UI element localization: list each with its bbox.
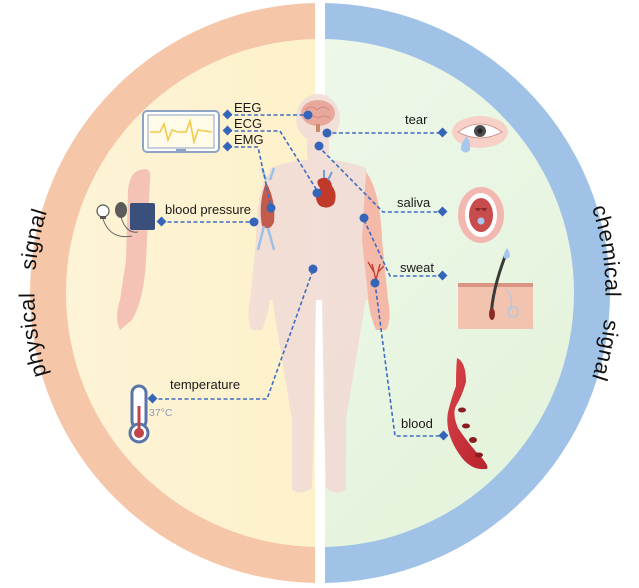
saliva-mouth-icon — [458, 187, 504, 243]
saliva-label: saliva — [397, 195, 431, 210]
bp-anchor — [156, 216, 167, 227]
tear-eye-icon — [452, 116, 508, 153]
physical-field — [66, 39, 315, 547]
emg-connector — [228, 146, 272, 208]
blood-label: blood — [401, 416, 433, 431]
sweat-connector — [363, 219, 441, 277]
temperature-anchor — [147, 393, 158, 404]
physical-half — [30, 3, 315, 583]
chemical-field — [325, 39, 574, 547]
sweat-point[interactable] — [359, 213, 369, 223]
label-anchors — [147, 109, 449, 441]
forearm-highlight — [362, 172, 390, 330]
eeg-point[interactable] — [303, 110, 313, 120]
emg-point[interactable] — [266, 203, 276, 213]
blood-anchor — [438, 430, 449, 441]
heart-icon — [316, 170, 336, 208]
ecg-anchor — [222, 125, 233, 136]
ecg-monitor-icon — [142, 110, 220, 153]
sweat-label: sweat — [400, 260, 434, 275]
forearm-veins-icon — [367, 261, 385, 281]
sweat-anchor — [437, 270, 448, 281]
tear-point[interactable] — [322, 128, 332, 138]
ecg-label: ECG — [234, 116, 262, 131]
saliva-point[interactable] — [314, 141, 324, 151]
thermometer-reading: 37°C — [149, 407, 173, 419]
emg-label: EMG — [234, 132, 264, 147]
sweat-gland-icon — [458, 248, 533, 329]
temperature-point[interactable] — [308, 264, 318, 274]
tear-label: tear — [405, 112, 428, 127]
eeg-anchor — [222, 109, 233, 120]
tear-anchor — [437, 127, 448, 138]
eeg-label: EEG — [234, 100, 261, 115]
sensor-points — [249, 110, 380, 288]
blood-pressure-cuff-icon — [96, 202, 155, 238]
blood-pressure-label: blood pressure — [165, 202, 251, 217]
connector-lines — [152, 114, 443, 437]
bp-point[interactable] — [249, 217, 259, 227]
ecg-point[interactable] — [312, 188, 322, 198]
blood-point[interactable] — [370, 278, 380, 288]
saliva-anchor — [437, 206, 448, 217]
temperature-label: temperature — [170, 377, 240, 392]
blood-vessel-icon — [447, 358, 488, 470]
emg-anchor — [222, 141, 233, 152]
thermometer-icon — [128, 384, 150, 444]
saliva-connector — [317, 145, 441, 213]
ecg-connector — [228, 130, 319, 193]
muscle-icon — [256, 167, 276, 251]
